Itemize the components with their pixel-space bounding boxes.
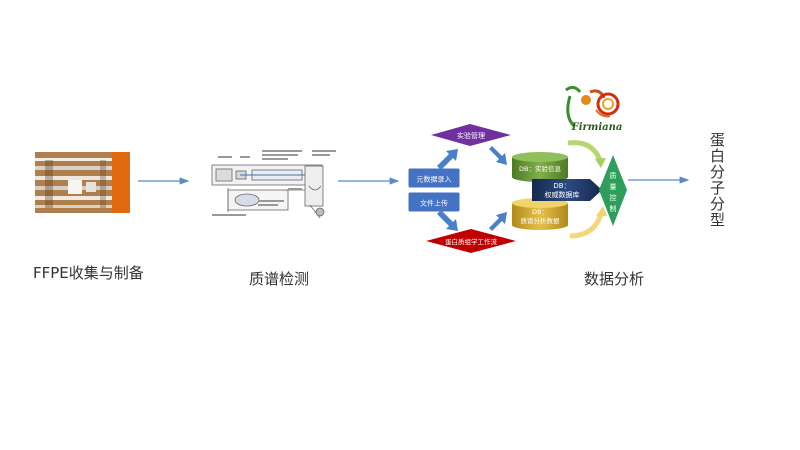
step-label-analysis: 数据分析 — [584, 270, 645, 288]
db-experiment-info-label: DB：实验信息 — [519, 164, 561, 173]
block-arrow-up-right — [489, 212, 507, 231]
db-gold-analysis: DB： 质谱分析数据 — [512, 198, 568, 230]
firmiana-logo-text: Firmiana — [571, 122, 623, 133]
qc-char-2: 量 — [610, 183, 617, 191]
metadata-entry-box: 元数据录入 — [407, 167, 461, 189]
mass-spectrometer-schematic — [211, 164, 325, 219]
qc-char-4: 制 — [610, 204, 617, 213]
experiment-management-label: 实验管理 — [457, 131, 485, 140]
step-label-ffpe: FFPE收集与制备 — [33, 264, 144, 282]
curved-arrow-bottom-head — [596, 206, 607, 216]
ms-schematic-captions — [212, 150, 336, 216]
db-authority-title: DB： — [553, 182, 570, 190]
file-upload-label: 文件上传 — [420, 199, 448, 208]
block-arrow-up-left — [437, 149, 458, 170]
qc-char-1: 质 — [610, 171, 617, 180]
db-authority-sub: 权威数据库 — [545, 190, 580, 199]
step-label-result: 蛋白分子分型 — [708, 132, 726, 228]
experiment-management-diamond: 实验管理 — [431, 124, 511, 146]
db-authority-database: DB： 权威数据库 — [532, 179, 602, 201]
curved-arrow-top — [567, 140, 603, 162]
ffpe-sample-photo — [35, 152, 130, 213]
curved-arrow-top-head — [595, 158, 606, 168]
db-experiment-info: DB：实验信息 — [512, 152, 568, 182]
metadata-entry-label: 元数据录入 — [417, 175, 452, 184]
db-ms-data-title: DB： — [532, 208, 548, 216]
step-label-ms: 质谱检测 — [249, 270, 310, 288]
block-arrow-down-right — [489, 146, 507, 165]
curved-arrow-bottom — [569, 213, 604, 239]
qc-char-3: 控 — [610, 193, 617, 202]
proteomics-workflow-diamond: 蛋白质组学工作流 — [426, 229, 516, 253]
quality-control-diamond — [599, 155, 627, 226]
db-ms-data-sub: 质谱分析数据 — [521, 216, 561, 225]
firmiana-logo: Firmiana — [565, 85, 623, 133]
file-upload-box: 文件上传 — [407, 191, 461, 213]
proteomics-workflow-label: 蛋白质组学工作流 — [445, 237, 498, 246]
block-arrow-down-left — [437, 210, 458, 231]
